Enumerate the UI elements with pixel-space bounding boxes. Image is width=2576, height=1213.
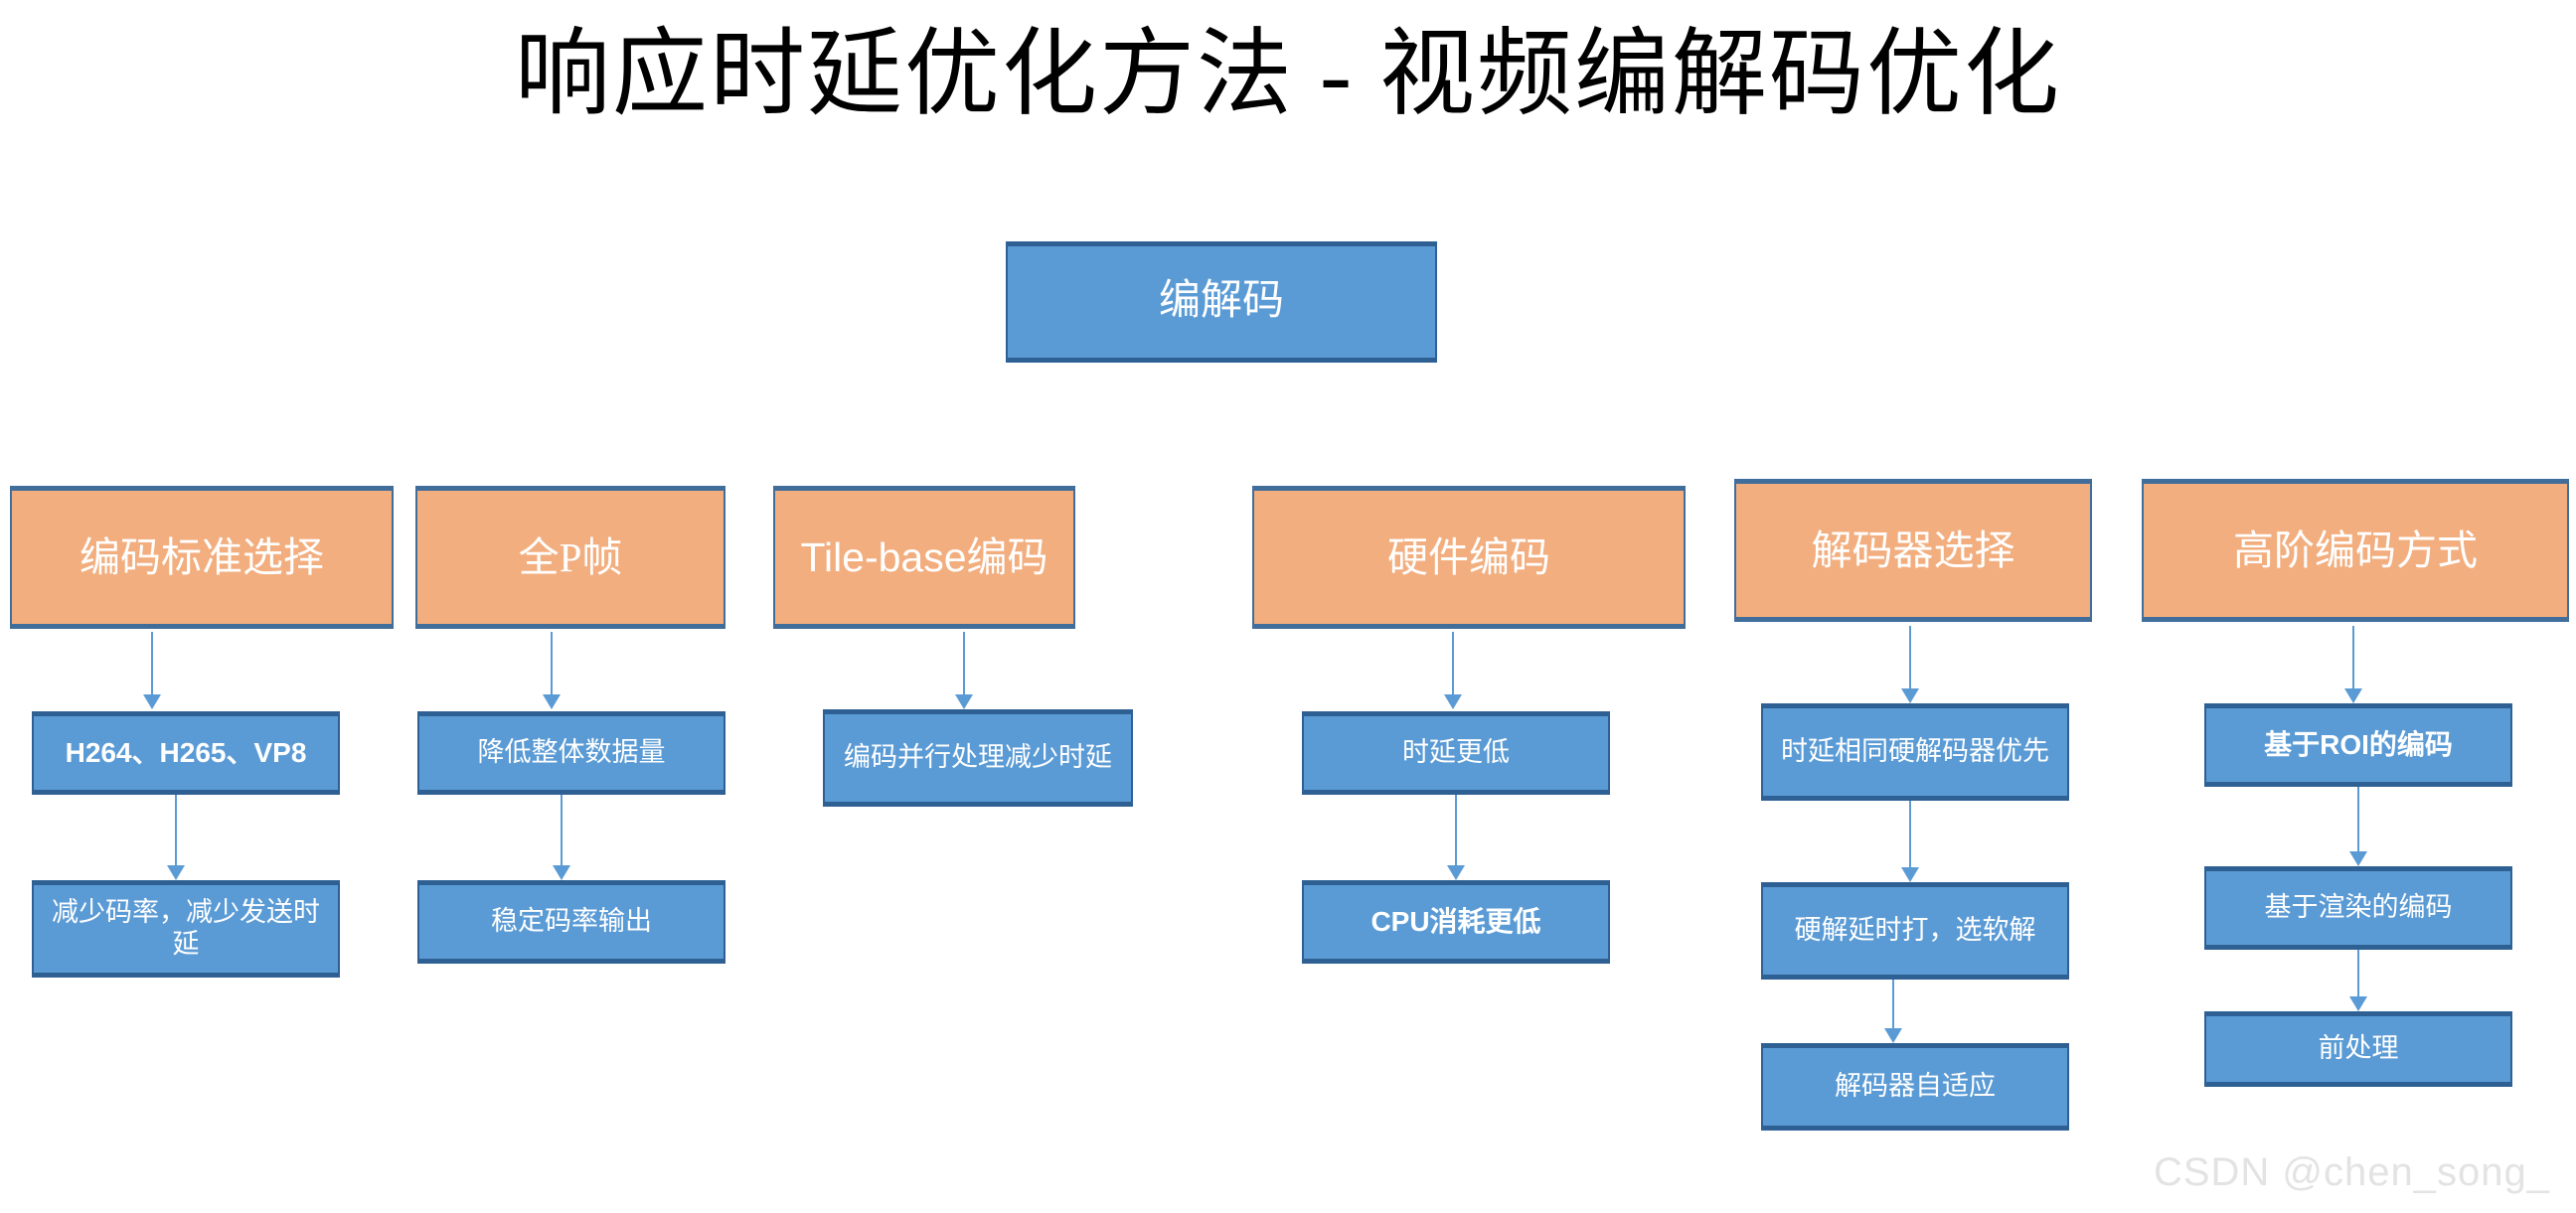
arrow-branch-0-child-0-to-1	[166, 795, 186, 880]
branch-5-child-0-label: 基于ROI的编码	[2264, 729, 2453, 761]
branch-header-2[interactable]: Tile-base编码	[773, 486, 1075, 629]
branch-header-0[interactable]: 编码标准选择	[10, 486, 394, 629]
branch-4-child-0[interactable]: 时延相同硬解码器优先	[1761, 703, 2069, 801]
branch-header-3-label: 硬件编码	[1387, 533, 1550, 580]
branch-1-child-1[interactable]: 稳定码率输出	[417, 880, 725, 964]
branch-5-child-2[interactable]: 前处理	[2204, 1011, 2512, 1087]
branch-header-1[interactable]: 全P帧	[415, 486, 725, 629]
branch-2-child-0-label: 编码并行处理减少时延	[844, 742, 1112, 773]
branch-header-2-label: Tile-base编码	[800, 533, 1048, 580]
branch-0-child-0-label: H264、H265、VP8	[65, 737, 307, 769]
arrow-branch-5-child-0-to-1	[2348, 787, 2368, 866]
branch-1-child-0[interactable]: 降低整体数据量	[417, 711, 725, 795]
branch-1-child-1-label: 稳定码率输出	[491, 906, 652, 937]
branch-0-child-1-label: 减少码率，减少发送时延	[52, 897, 320, 959]
arrow-branch-5-to-child-0	[2343, 626, 2363, 703]
branch-0-child-1[interactable]: 减少码率，减少发送时延	[32, 880, 340, 978]
branch-3-child-0-label: 时延更低	[1402, 737, 1510, 768]
branch-header-0-label: 编码标准选择	[80, 533, 324, 580]
arrow-branch-4-child-1-to-2	[1883, 980, 1903, 1043]
branch-4-child-2[interactable]: 解码器自适应	[1761, 1043, 2069, 1131]
branch-2-child-0[interactable]: 编码并行处理减少时延	[823, 709, 1133, 807]
branch-header-1-label: 全P帧	[518, 533, 623, 580]
branch-header-3[interactable]: 硬件编码	[1252, 486, 1686, 629]
branch-header-4-label: 解码器选择	[1811, 527, 2015, 573]
arrow-branch-2-to-child-0	[954, 632, 974, 709]
arrow-branch-1-to-child-0	[542, 632, 562, 709]
branch-3-child-0[interactable]: 时延更低	[1302, 711, 1610, 795]
root-node-label: 编解码	[1158, 278, 1284, 325]
branch-5-child-2-label: 前处理	[2318, 1033, 2399, 1064]
branch-1-child-0-label: 降低整体数据量	[477, 737, 666, 768]
arrow-branch-3-child-0-to-1	[1446, 795, 1466, 880]
branch-5-child-1[interactable]: 基于渲染的编码	[2204, 866, 2512, 950]
branch-header-5-label: 高阶编码方式	[2233, 527, 2478, 573]
branch-4-child-2-label: 解码器自适应	[1835, 1071, 1996, 1102]
branch-4-child-0-label: 时延相同硬解码器优先	[1781, 736, 2049, 767]
arrow-branch-5-child-1-to-2	[2348, 950, 2368, 1011]
branch-5-child-0[interactable]: 基于ROI的编码	[2204, 703, 2512, 787]
branch-4-child-1[interactable]: 硬解延时打，选软解	[1761, 882, 2069, 980]
page-title: 响应时延优化方法 - 视频编解码优化	[515, 21, 2061, 127]
arrow-branch-4-child-0-to-1	[1900, 801, 1920, 882]
branch-header-4[interactable]: 解码器选择	[1734, 479, 2092, 622]
branch-3-child-1-label: CPU消耗更低	[1370, 906, 1541, 938]
branch-4-child-1-label: 硬解延时打，选软解	[1794, 915, 2036, 946]
arrow-branch-3-to-child-0	[1443, 632, 1463, 709]
arrow-branch-4-to-child-0	[1900, 626, 1920, 703]
branch-3-child-1[interactable]: CPU消耗更低	[1302, 880, 1610, 964]
branch-0-child-0[interactable]: H264、H265、VP8	[32, 711, 340, 795]
branch-5-child-1-label: 基于渲染的编码	[2264, 892, 2453, 923]
root-node-codec[interactable]: 编解码	[1006, 241, 1437, 363]
csdn-watermark: CSDN @chen_song_	[2153, 1150, 2550, 1194]
branch-header-5[interactable]: 高阶编码方式	[2142, 479, 2569, 622]
arrow-branch-0-to-child-0	[142, 632, 162, 709]
arrow-branch-1-child-0-to-1	[552, 795, 571, 880]
